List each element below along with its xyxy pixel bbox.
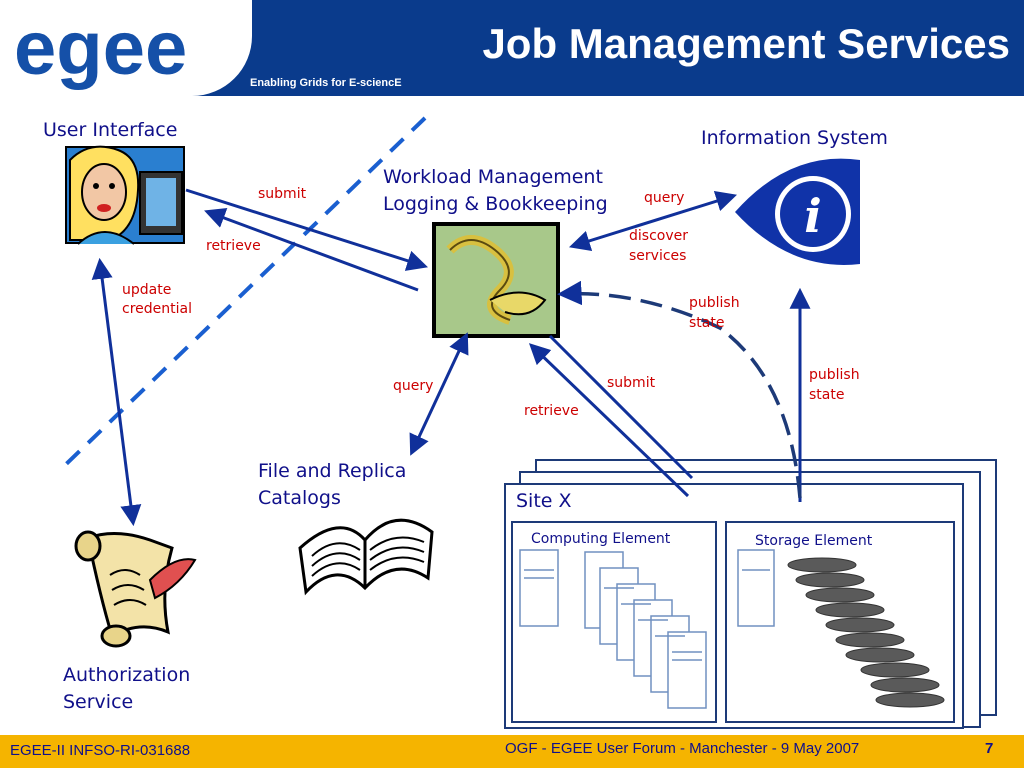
update-credential-arrow xyxy=(91,257,142,527)
user-interface-icon xyxy=(65,145,185,245)
computing-servers xyxy=(519,549,707,709)
retrieve-arrow-site xyxy=(528,343,690,498)
query-is-label: query xyxy=(644,190,685,206)
information-system-label: Information System xyxy=(701,127,888,149)
publish-state-wm-arrow xyxy=(557,280,802,499)
footer-page-number: 7 xyxy=(985,740,994,757)
egee-logo-text: egee xyxy=(14,6,187,91)
retrieve-site-label: retrieve xyxy=(524,403,579,419)
credential-label: credential xyxy=(122,301,192,317)
authorization-scroll-icon xyxy=(74,530,197,648)
update-label: update xyxy=(122,282,172,298)
query-catalog-label: query xyxy=(393,378,434,394)
query-is-arrow xyxy=(568,190,738,252)
services-label: services xyxy=(629,248,687,264)
site-x-label: Site X xyxy=(516,490,572,512)
slide-title: Job Management Services xyxy=(482,20,1010,67)
authorization-label: Authorization xyxy=(63,664,191,686)
workload-management-label: Workload Management xyxy=(383,166,603,188)
logo-tagline: Enabling Grids for E-sciencE xyxy=(250,77,402,89)
submit-site-label: submit xyxy=(607,375,656,391)
state-wm-label: state xyxy=(689,315,725,331)
logo-panel: egee xyxy=(0,0,252,96)
publish-wm-label: publish xyxy=(689,295,740,311)
footer-event: OGF - EGEE User Forum - Manchester - 9 M… xyxy=(505,740,860,757)
workload-management-icon xyxy=(432,222,560,338)
retrieve-ui-label: retrieve xyxy=(206,238,261,254)
storage-element-label: Storage Element xyxy=(755,533,873,549)
catalogs-label: Catalogs xyxy=(258,487,341,509)
state-is-label: state xyxy=(809,387,845,403)
service-label: Service xyxy=(63,691,134,713)
computing-element-label: Computing Element xyxy=(531,531,671,547)
logging-bookkeeping-label: Logging & Bookkeeping xyxy=(383,193,608,215)
submit-arrow-site xyxy=(548,334,694,480)
information-system-icon: i xyxy=(735,158,860,265)
footer-project-id: EGEE-II INFSO-RI-031688 xyxy=(10,742,191,759)
catalog-book-icon xyxy=(298,518,434,596)
discover-label: discover xyxy=(629,228,688,244)
computing-server-details xyxy=(524,569,702,661)
submit-arrow-ui xyxy=(185,188,429,271)
publish-is-label: publish xyxy=(809,367,860,383)
svg-text:i: i xyxy=(804,189,821,243)
storage-disks xyxy=(737,549,945,708)
retrieve-arrow-ui xyxy=(204,208,419,292)
submit-ui-label: submit xyxy=(258,186,307,202)
query-catalog-arrow xyxy=(409,332,469,456)
file-replica-label: File and Replica xyxy=(258,460,407,482)
user-interface-label: User Interface xyxy=(43,119,178,141)
egee-logo: egee xyxy=(14,6,187,91)
footer-bar xyxy=(0,735,1024,768)
